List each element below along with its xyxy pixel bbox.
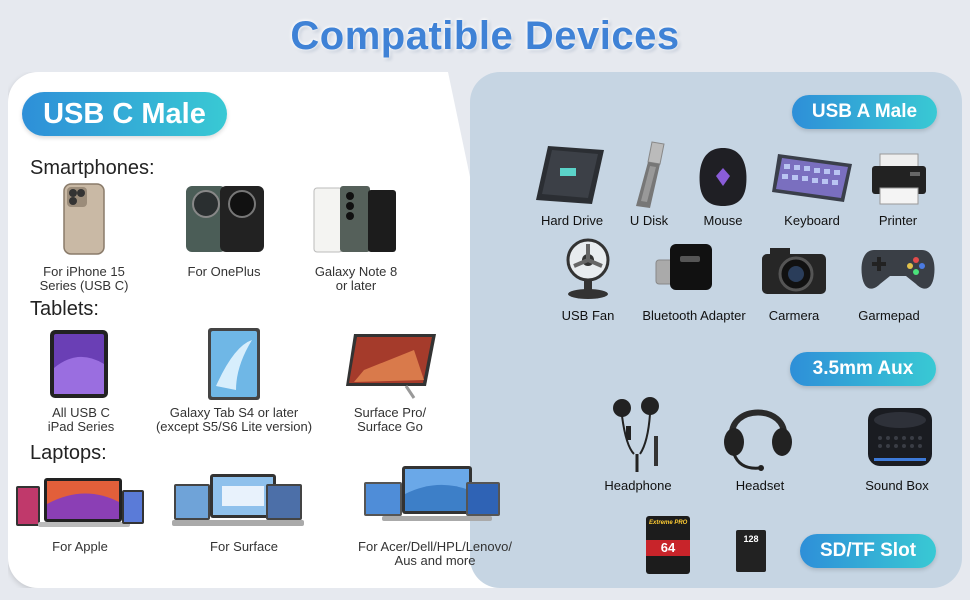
aux-device-item: Sound Box	[856, 478, 938, 493]
usb-a-device-item: U Disk	[614, 213, 684, 228]
bluetooth-adapter-icon	[655, 244, 712, 290]
tablet-item: Galaxy Tab S4 or later (except S5/S6 Lit…	[146, 406, 322, 434]
smartphone-caption: For OnePlus	[187, 264, 261, 279]
device-caption: Sound Box	[865, 478, 929, 493]
smartphone-caption: For iPhone 15 Series (USB C)	[39, 264, 129, 293]
gamepad-icon	[861, 250, 935, 289]
device-caption: Bluetooth Adapter	[642, 308, 746, 323]
usb-a-device-item: Mouse	[688, 213, 758, 228]
laptop-item: For Acer/Dell/HPL/Lenovo/ Aus and more	[340, 540, 530, 568]
tablets-heading: Tablets:	[30, 298, 99, 320]
aux-device-item: Headset	[722, 478, 798, 493]
smartphone-item: Galaxy Note 8 or later	[300, 265, 412, 293]
tablet-item: All USB C iPad Series	[26, 406, 136, 434]
sd-card-icon: Extreme PRO 64	[646, 516, 690, 574]
tablet-caption: Galaxy Tab S4 or later (except S5/S6 Lit…	[155, 405, 313, 434]
laptops-heading: Laptops:	[30, 442, 107, 464]
tablet-caption: Surface Pro/ Surface Go	[353, 405, 427, 434]
smartphone-item: For iPhone 15 Series (USB C)	[28, 265, 140, 293]
smartphone-caption: Galaxy Note 8 or later	[314, 264, 398, 293]
printer-icon	[872, 153, 926, 205]
sd-tf-badge: SD/TF Slot	[800, 534, 936, 568]
surface-icon	[346, 334, 436, 399]
device-caption: Carmera	[768, 308, 820, 323]
other-laptops-icon	[364, 466, 500, 521]
device-caption: Keyboard	[784, 213, 840, 228]
apple-laptops-icon	[16, 478, 144, 527]
sd-card-brand: Extreme PRO	[649, 520, 688, 526]
tf-card-capacity: 128	[743, 534, 759, 544]
mouse-icon	[699, 148, 747, 206]
aux-badge: 3.5mm Aux	[790, 352, 936, 386]
usb-a-device-item: Keyboard	[768, 213, 856, 228]
laptop-caption: For Apple	[52, 539, 108, 554]
sd-card-capacity: 64	[646, 540, 690, 556]
laptop-caption: For Acer/Dell/HPL/Lenovo/ Aus and more	[358, 539, 512, 568]
usb-a-device-item: Hard Drive	[520, 213, 624, 228]
usb-a-device-item: Carmera	[758, 308, 830, 323]
tablet-caption: All USB C iPad Series	[47, 405, 115, 434]
smartphones-heading: Smartphones:	[30, 157, 155, 179]
surface-laptops-icon	[172, 474, 304, 526]
camera-icon	[762, 248, 826, 294]
sound-box-icon	[868, 408, 932, 466]
smartphone-item: For OnePlus	[168, 265, 280, 279]
oneplus-phones-icon	[186, 186, 264, 252]
device-caption: U Disk	[629, 213, 669, 228]
aux-device-item: Headphone	[596, 478, 680, 493]
usb-a-device-item: USB Fan	[548, 308, 628, 323]
device-caption: Headset	[735, 478, 785, 493]
usb-fan-icon	[566, 238, 610, 299]
tablet-item: Surface Pro/ Surface Go	[330, 406, 450, 434]
galaxy-phones-icon	[313, 186, 396, 253]
device-caption: Hard Drive	[540, 213, 604, 228]
u-disk-icon	[636, 141, 665, 208]
device-caption: Printer	[878, 213, 918, 228]
page-title: Compatible Devices	[290, 14, 680, 58]
laptop-item: For Surface	[188, 540, 300, 554]
ipad-icon	[50, 330, 108, 398]
galaxy-tab-icon	[208, 328, 260, 400]
iphone-icon	[63, 183, 105, 255]
usb-c-male-badge: USB C Male	[22, 92, 227, 136]
laptop-caption: For Surface	[210, 539, 278, 554]
usb-a-device-item: Garmepad	[850, 308, 928, 323]
device-caption: USB Fan	[561, 308, 615, 323]
usb-a-device-item: Printer	[862, 213, 934, 228]
usb-a-device-item: Bluetooth Adapter	[632, 308, 756, 323]
headphone-icon	[613, 397, 659, 472]
tf-card-icon: 128	[736, 530, 766, 572]
keyboard-icon	[772, 154, 852, 202]
usb-a-male-badge: USB A Male	[792, 95, 937, 129]
device-caption: Headphone	[604, 478, 672, 493]
device-caption: Garmepad	[858, 308, 920, 323]
headset-icon	[724, 409, 792, 471]
device-caption: Mouse	[703, 213, 743, 228]
laptop-item: For Apple	[24, 540, 136, 554]
hard-drive-icon	[536, 146, 604, 204]
